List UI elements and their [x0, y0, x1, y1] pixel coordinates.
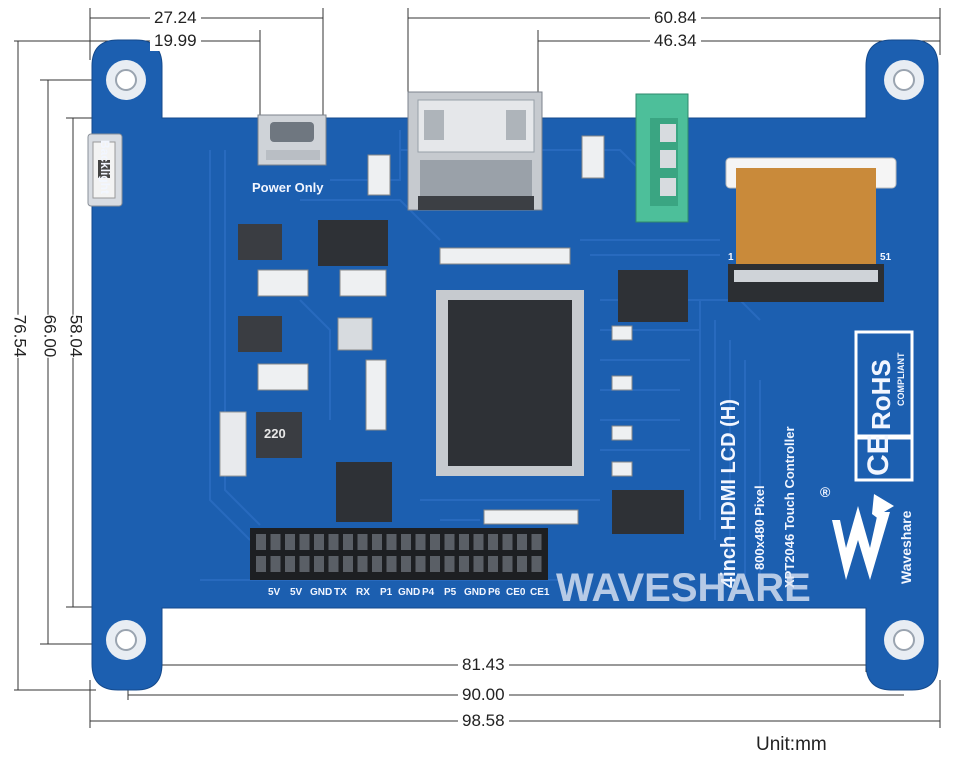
hdmi-port [407, 91, 543, 211]
header-pin [415, 556, 426, 572]
header-pin-label: CE0 [506, 587, 526, 598]
header-pin [285, 556, 295, 572]
header-pin [314, 534, 324, 550]
header-pin [415, 534, 426, 550]
header-pin [473, 534, 484, 550]
rohs-mark [854, 330, 914, 482]
brand-label: Waveshare [898, 510, 914, 584]
header-pin [314, 556, 324, 572]
header-pin [473, 556, 484, 572]
resolution-label: 800x480 Pixel [752, 485, 767, 570]
header-pin [285, 534, 295, 550]
header-pin [372, 534, 382, 550]
header-pin [502, 556, 513, 572]
header-pin [343, 534, 353, 550]
mounting-holes [106, 60, 924, 660]
header-pin [444, 534, 455, 550]
dim-76-54: 76.54 [9, 314, 30, 358]
header-pin-label: P4 [422, 587, 435, 598]
dim-58-04: 58.04 [65, 314, 86, 358]
header-pin [270, 556, 281, 572]
power-only-label: Power Only [252, 180, 324, 195]
registered-mark: ® [820, 484, 831, 500]
unit-label: Unit:mm [756, 734, 827, 755]
header-pin-label: GND [310, 587, 333, 598]
header-pin-label: RX [356, 587, 370, 598]
dim-60-84: 60.84 [650, 8, 701, 28]
audio-jack [635, 93, 689, 223]
header-pin-label: CE1 [530, 587, 550, 598]
header-pin [430, 534, 440, 550]
header-pin [372, 556, 382, 572]
header-pin [531, 534, 542, 550]
header-pin [357, 556, 368, 572]
fpc-pin-1: 1 [728, 252, 734, 263]
header-pin [270, 534, 281, 550]
header-pin-label: TX [334, 587, 347, 598]
small-components [219, 135, 688, 534]
header-pin [256, 534, 266, 550]
micro-usb-port [257, 114, 327, 166]
header-pin [502, 534, 513, 550]
header-pin [401, 556, 411, 572]
header-pin [328, 556, 339, 572]
product-title: 4inch HDMI LCD (H) [718, 399, 740, 588]
header-pin [531, 556, 542, 572]
dim-81-43: 81.43 [458, 655, 509, 675]
header-pin [444, 556, 455, 572]
rohs-compliant-label: COMPLIANT [896, 352, 906, 407]
ce-mark: CE [862, 434, 895, 476]
touch-controller-label: XPT2046 Touch Controller [782, 426, 797, 588]
header-pin [517, 556, 527, 572]
dim-98-58: 98.58 [458, 711, 509, 731]
gpio-header [250, 528, 548, 580]
dim-19-99: 19.99 [150, 31, 201, 51]
header-pin [430, 556, 440, 572]
dim-90-00: 90.00 [458, 685, 509, 705]
header-pin-label: GND [398, 587, 421, 598]
fpc-pin-51: 51 [880, 252, 892, 263]
header-pin-label: GND [464, 587, 487, 598]
main-controller-chip [436, 290, 584, 476]
header-pin-label: P1 [380, 587, 393, 598]
header-pin [328, 534, 339, 550]
header-pin [299, 534, 310, 550]
header-pin [299, 556, 310, 572]
header-pin-label: 5V [290, 587, 303, 598]
dimension-lines [14, 8, 941, 728]
header-pin [401, 534, 411, 550]
dim-46-34: 46.34 [650, 31, 701, 51]
backlight-label: Backlight [98, 140, 112, 195]
waveshare-logo-icon [832, 494, 894, 580]
header-pin-label: 5V [268, 587, 281, 598]
inductor-label: 220 [264, 426, 286, 441]
header-pin [386, 534, 397, 550]
header-pin [343, 556, 353, 572]
backlight-switch [87, 133, 123, 207]
dim-66-00: 66.00 [39, 314, 60, 358]
header-pin [459, 534, 469, 550]
header-pin [386, 556, 397, 572]
header-pin-label: P5 [444, 587, 457, 598]
watermark: WAVESHARE [556, 566, 811, 610]
header-pin [517, 534, 527, 550]
header-pin [357, 534, 368, 550]
header-pin-label: P6 [488, 587, 501, 598]
fpc-connector [725, 157, 897, 302]
rohs-label: RoHS [866, 359, 896, 430]
dim-27-24: 27.24 [150, 8, 201, 28]
header-pin [256, 556, 266, 572]
header-pin [459, 556, 469, 572]
header-pin [488, 534, 498, 550]
header-pin [488, 556, 498, 572]
